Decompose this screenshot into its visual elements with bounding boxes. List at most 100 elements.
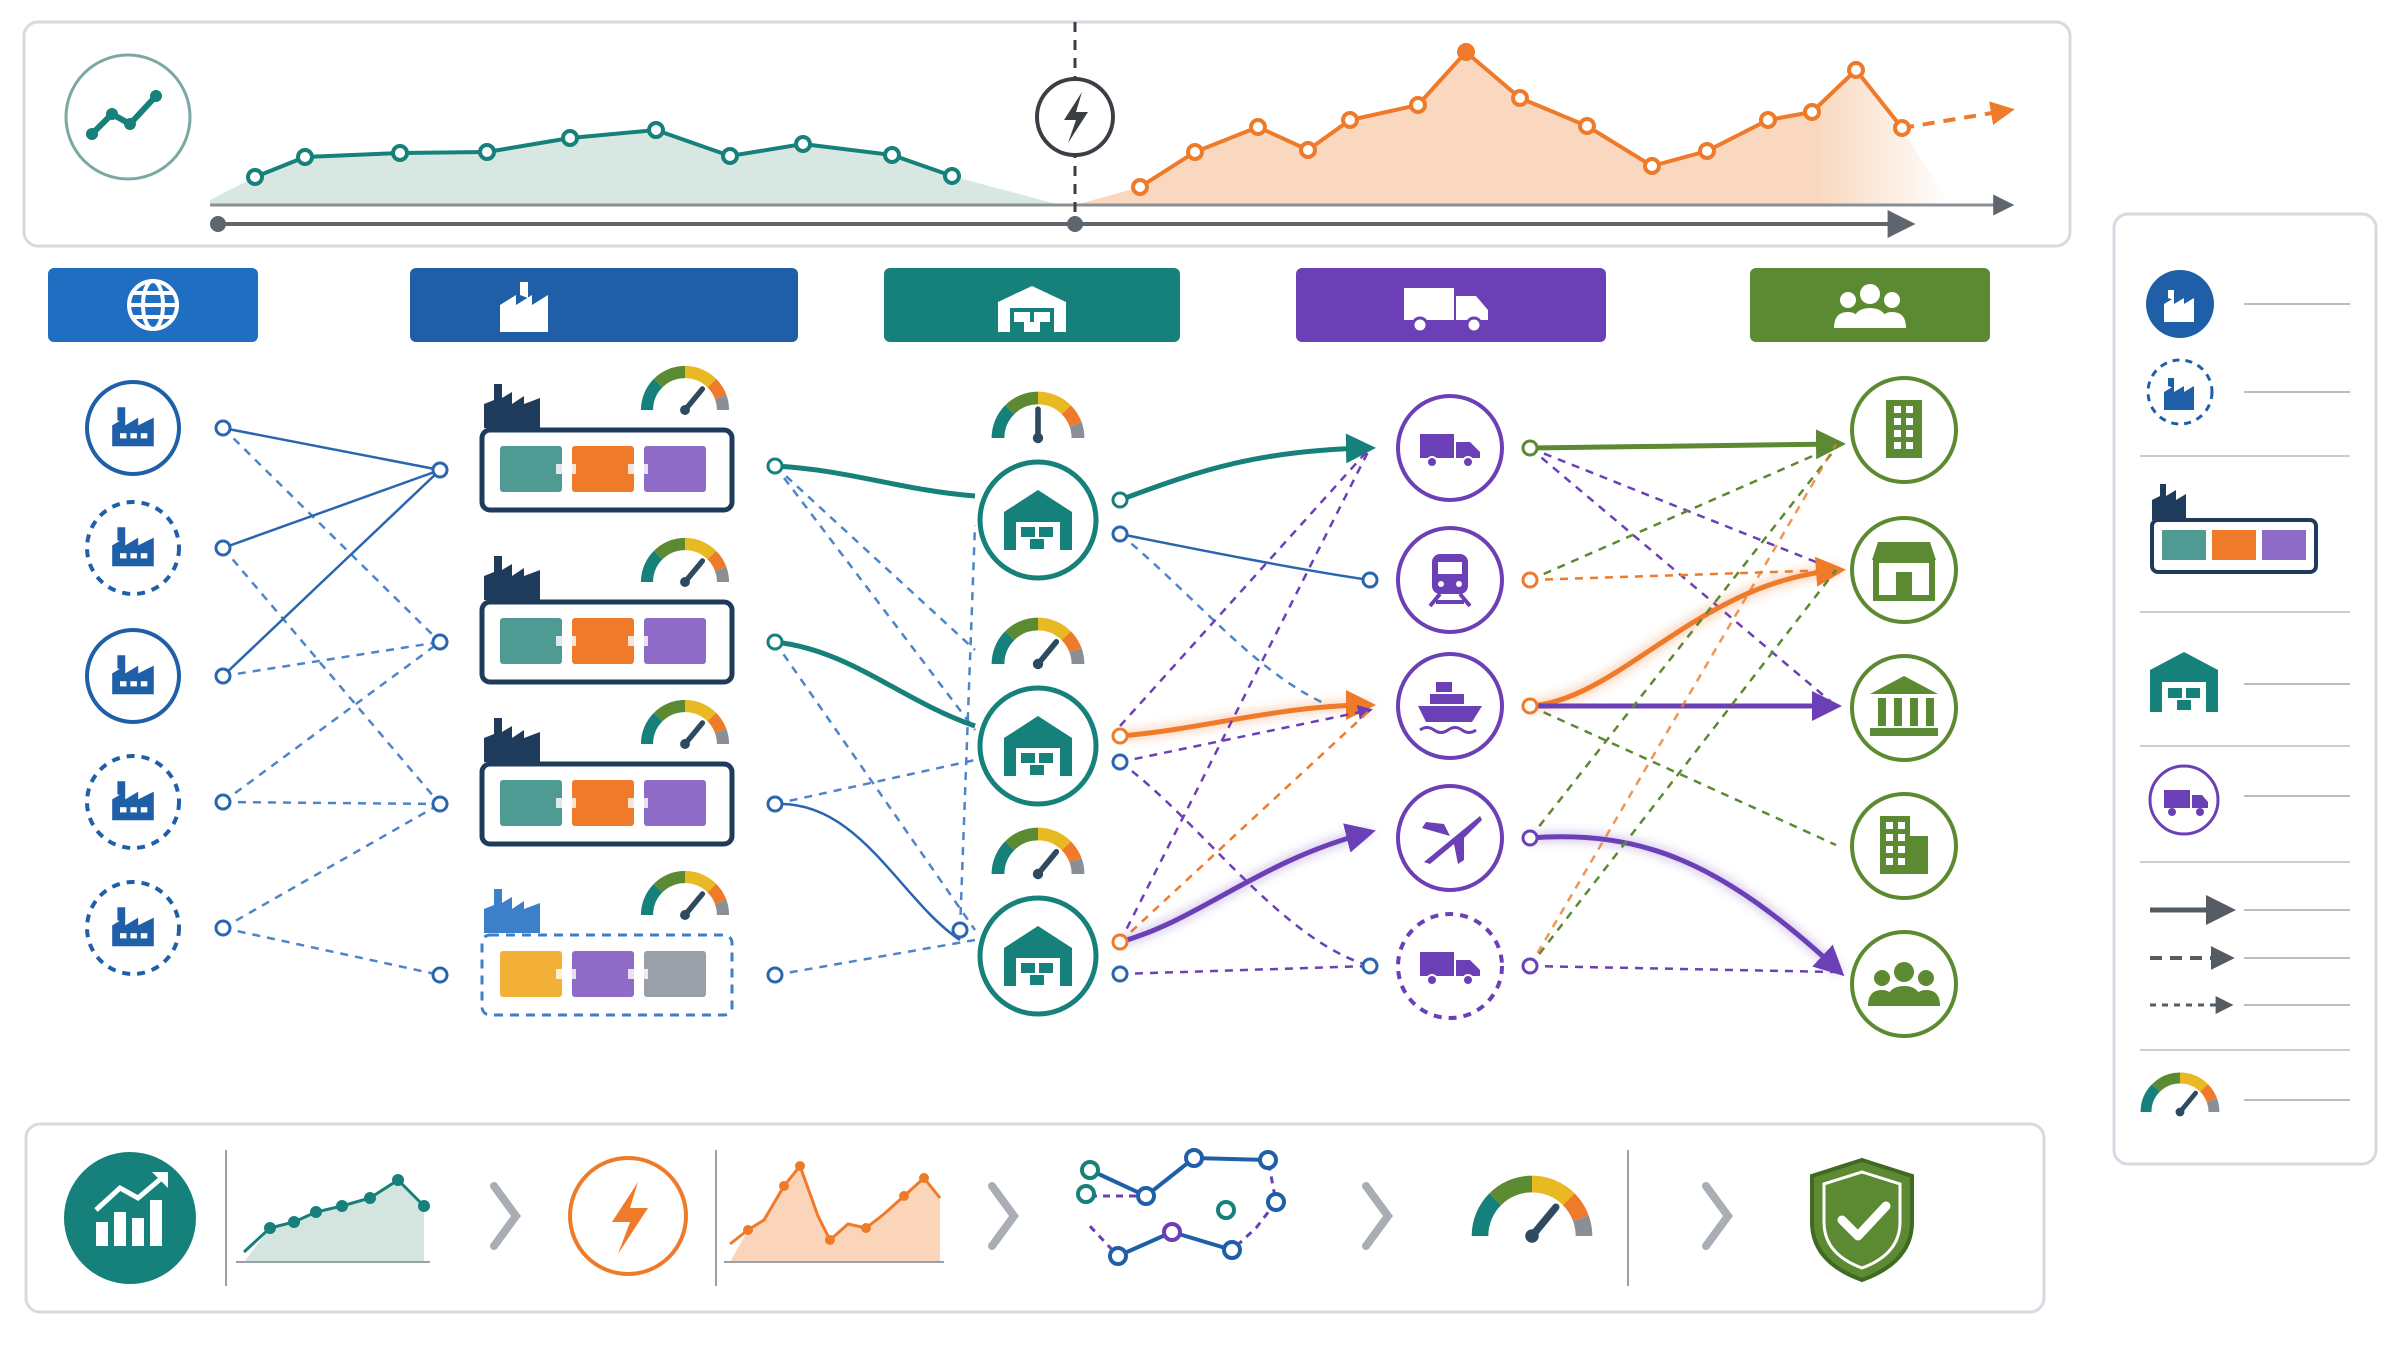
globe-icon xyxy=(127,279,179,331)
stage-headers xyxy=(48,268,1990,342)
transport-node[interactable] xyxy=(1396,912,1504,1020)
history-line xyxy=(254,127,953,179)
warehouse-node[interactable] xyxy=(977,617,1099,807)
customer-nodes xyxy=(1850,376,1958,1038)
warehouse-nodes xyxy=(977,391,1099,1017)
links-plants-to-warehouses xyxy=(773,463,977,977)
legend-production-line-icon xyxy=(2150,484,2318,574)
production-line-icon xyxy=(500,951,706,997)
production-line-icon xyxy=(500,618,706,664)
supplier-node[interactable] xyxy=(85,500,181,596)
disruption-bolt-icon xyxy=(1035,77,1115,157)
gauge-icon xyxy=(1471,1175,1593,1243)
rerouting-network-icon xyxy=(1076,1148,1286,1266)
plant-node[interactable] xyxy=(479,537,735,685)
chevron-right-icon xyxy=(1702,1182,1733,1250)
links-transport-to-customers xyxy=(1528,429,1846,977)
legend-gauge-icon xyxy=(2140,1072,2220,1117)
supplier-node[interactable] xyxy=(85,880,181,976)
legend-truck-icon xyxy=(2148,764,2220,836)
links-warehouses-to-transport xyxy=(1118,433,1376,976)
legend-factory-icon xyxy=(2146,270,2214,338)
gauge-icon xyxy=(640,870,730,920)
customer-node[interactable] xyxy=(1850,930,1958,1038)
plant-node[interactable] xyxy=(480,870,734,1017)
factory-icon xyxy=(500,282,548,332)
plant-nodes xyxy=(479,365,735,1017)
factory-icon xyxy=(484,889,540,933)
now-marker xyxy=(1067,216,1083,232)
gauge-icon xyxy=(991,827,1085,880)
chevron-right-icon xyxy=(988,1182,1019,1250)
office-building-icon xyxy=(1886,400,1922,458)
warehouse-icon xyxy=(1004,716,1072,776)
stage-header-warehousing xyxy=(884,268,1180,342)
history-points xyxy=(246,121,961,186)
process-panel xyxy=(24,1122,2046,1314)
legend-warehouse-icon xyxy=(2150,652,2218,712)
junction-dots xyxy=(214,419,1539,984)
supplier-node[interactable] xyxy=(85,754,181,850)
gauge-icon xyxy=(991,617,1085,670)
trend-up-icon xyxy=(64,1152,196,1284)
warehouse-icon xyxy=(1004,490,1072,550)
customer-node[interactable] xyxy=(1850,792,1958,900)
legend-panel xyxy=(2112,212,2378,1166)
transport-node[interactable] xyxy=(1396,526,1504,634)
train-icon xyxy=(1428,554,1472,608)
customer-node[interactable] xyxy=(1850,376,1958,484)
gauge-icon xyxy=(1471,1175,1593,1243)
production-line-icon xyxy=(500,446,706,492)
plant-node[interactable] xyxy=(479,699,735,847)
gauge-icon xyxy=(2140,1072,2220,1117)
legend-factory-dashed-icon xyxy=(2146,358,2214,426)
forecast-points xyxy=(1131,43,1911,196)
factory-icon xyxy=(484,384,540,428)
transport-node[interactable] xyxy=(1396,652,1504,760)
ship-icon xyxy=(1418,682,1482,734)
chevron-right-icon xyxy=(1362,1182,1393,1250)
customer-node[interactable] xyxy=(1850,654,1958,762)
warehouse-node[interactable] xyxy=(977,827,1099,1017)
production-line-icon xyxy=(500,780,706,826)
factory-icon xyxy=(112,527,154,567)
truck-icon xyxy=(1404,288,1488,334)
truck-icon xyxy=(1420,434,1480,468)
bank-icon xyxy=(1870,676,1938,736)
plane-icon xyxy=(1422,816,1482,864)
forecast-projection xyxy=(1901,101,2015,130)
chevron-right-icon xyxy=(490,1182,521,1250)
transport-nodes xyxy=(1396,394,1504,1020)
transport-node[interactable] xyxy=(1396,784,1504,892)
warehouse-node[interactable] xyxy=(977,391,1099,581)
stage-header-transport xyxy=(1296,268,1606,342)
factory-icon xyxy=(484,718,540,762)
history-area xyxy=(210,130,1060,205)
warehouse-icon xyxy=(1004,926,1072,986)
stage-header-customers xyxy=(1750,268,1990,342)
gauge-icon xyxy=(640,699,730,749)
supplier-node[interactable] xyxy=(85,380,181,476)
apartment-icon xyxy=(1880,816,1928,874)
timeline-panel xyxy=(22,20,2072,248)
gauge-icon xyxy=(640,365,730,415)
warehouse-icon xyxy=(998,286,1066,332)
gauge-icon xyxy=(640,537,730,587)
plant-node[interactable] xyxy=(479,365,735,513)
trend-icon xyxy=(64,53,192,181)
supplier-nodes xyxy=(85,380,181,976)
customer-node[interactable] xyxy=(1850,516,1958,624)
disruption-bolt-icon xyxy=(568,1156,688,1276)
transport-node[interactable] xyxy=(1396,394,1504,502)
stage-header-manufacturing xyxy=(410,268,798,342)
factory-icon xyxy=(112,407,154,447)
history-chart-icon xyxy=(236,1174,430,1263)
spike-chart-icon xyxy=(724,1161,944,1263)
stage-header-sourcing xyxy=(48,268,258,342)
shield-check-icon xyxy=(1810,1157,1914,1283)
supplier-node[interactable] xyxy=(85,628,181,724)
store-icon xyxy=(1872,542,1936,601)
time-axis-start xyxy=(210,216,226,232)
factory-icon xyxy=(112,655,154,695)
